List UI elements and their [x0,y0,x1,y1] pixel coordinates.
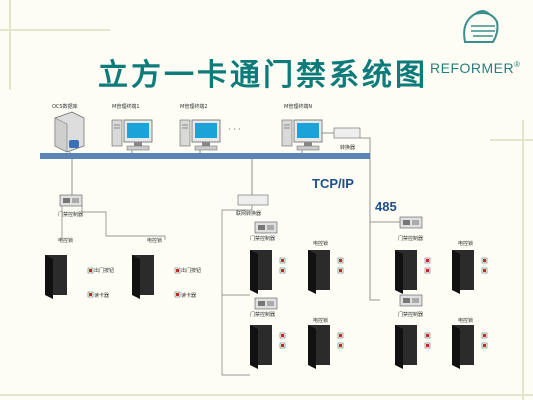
mid-device-icon-5 [279,332,286,339]
converter-icon [333,127,361,139]
left-lock-label-1: 电控锁 [58,237,73,244]
mid-device-icon-4 [337,267,344,274]
right-lock-label-1: 电控锁 [458,240,473,247]
mid-controller-label-2: 门禁控制器 [250,311,275,318]
right-controller-icon-2 [399,294,423,307]
database-label: OCS数据库 [52,103,78,110]
door-icon-c [250,250,272,294]
workstation-2-icon [179,119,221,151]
workstation-n-label: M管理终端N [284,103,312,110]
right-device-icon-4 [481,267,488,274]
mid-controller-label-1: 门禁控制器 [250,235,275,242]
reader-icon-b [174,291,181,298]
reader-icon-a [87,291,94,298]
door-icon-h [452,250,474,294]
mid-rs485 [221,205,253,376]
door-icon-f [308,325,330,369]
right-device-icon-3 [481,257,488,264]
right-controller-icon-1 [399,216,423,229]
tcpip-label: TCP/IP [312,176,354,191]
left-controller-icon [59,194,83,207]
knight-helmet-logo [463,10,499,43]
door-icon-a [45,255,67,299]
workstation-n-icon [281,119,323,151]
net-converter-label: 联网转换器 [236,210,261,217]
right-device-icon-7 [481,332,488,339]
right-lock-label-2: 电控锁 [458,317,473,324]
right-device-icon-5 [424,332,431,339]
reader-label-b: 读卡器 [181,292,196,299]
exit-button-icon-b [174,267,181,274]
rs485-label: 485 [375,199,397,214]
mid-device-icon-6 [279,342,286,349]
workstation-1-label: M管理终端1 [112,103,140,110]
right-controller-label-1: 门禁控制器 [398,235,423,242]
brand-name: REFORMER® [430,60,521,76]
right-controller-label-2: 门禁控制器 [398,311,423,318]
mid-controller-icon-1 [254,221,278,234]
rs485-line [360,137,380,301]
exit-button-icon-a [87,267,94,274]
net-converter-icon [237,194,269,206]
mid-device-icon-3 [337,257,344,264]
mid-device-icon-8 [337,342,344,349]
workstation-2-label: M管理终端2 [180,103,208,110]
door-icon-g [395,250,417,294]
door-icon-b [132,255,154,299]
left-lock-label-2: 电控锁 [147,237,162,244]
workstation-1-icon [111,119,153,151]
door-icon-j [452,325,474,369]
page-title: 立方一卡通门禁系统图 [98,58,428,93]
mid-device-icon-7 [337,332,344,339]
registered-mark: ® [514,60,521,69]
left-controller-label: 门禁控制器 [58,211,83,218]
reader-label-a: 读卡器 [94,292,109,299]
mid-controller-icon-2 [254,297,278,310]
right-device-icon-6 [424,342,431,349]
tcpip-bus [40,153,370,159]
mid-device-icon-1 [279,257,286,264]
right-device-icon-8 [481,342,488,349]
left-wiring [81,206,166,240]
mid-device-icon-2 [279,267,286,274]
mid-lock-label-1: 电控锁 [313,240,328,247]
door-icon-i [395,325,417,369]
door-icon-e [250,325,272,369]
converter-label: 转换器 [340,144,355,151]
bus-drop-lines [69,150,303,153]
door-icon-d [308,250,330,294]
brand-text: REFORMER [430,60,515,76]
right-device-icon-2 [424,267,431,274]
database-server-icon [54,111,85,153]
exit-button-label-a: 出门按钮 [94,267,114,274]
exit-button-label-b: 出门按钮 [181,267,201,274]
ellipsis-dots: · · · [228,125,241,134]
right-device-icon-1 [424,257,431,264]
mid-lock-label-2: 电控锁 [313,317,328,324]
